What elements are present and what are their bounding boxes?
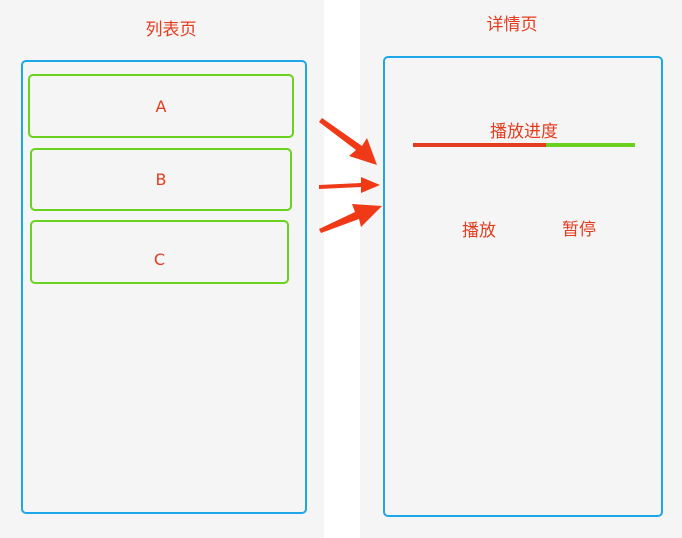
play-button[interactable]: 播放 <box>462 221 496 241</box>
list-item-b[interactable]: B <box>30 148 292 211</box>
progress-bar-remaining <box>546 143 635 147</box>
detail-page-title: 详情页 <box>486 15 538 35</box>
list-item-label: A <box>155 96 167 116</box>
detail-page-frame <box>383 56 663 517</box>
list-page-background <box>0 0 324 538</box>
list-item-c[interactable]: C <box>30 220 289 284</box>
list-item-label: B <box>155 170 167 189</box>
arrow-a-to-detail <box>319 118 377 165</box>
detail-page-background <box>360 0 682 538</box>
list-item-a[interactable]: A <box>28 74 294 138</box>
arrow-b-to-detail <box>319 177 380 193</box>
list-page-title: 列表页 <box>145 20 197 40</box>
list-page-frame <box>21 60 307 514</box>
arrow-c-to-detail <box>319 204 382 233</box>
progress-bar[interactable] <box>413 143 635 147</box>
list-item-label: C <box>153 249 166 269</box>
progress-label: 播放进度 <box>490 122 558 142</box>
pause-button[interactable]: 暂停 <box>562 220 596 240</box>
progress-bar-played <box>413 143 546 147</box>
